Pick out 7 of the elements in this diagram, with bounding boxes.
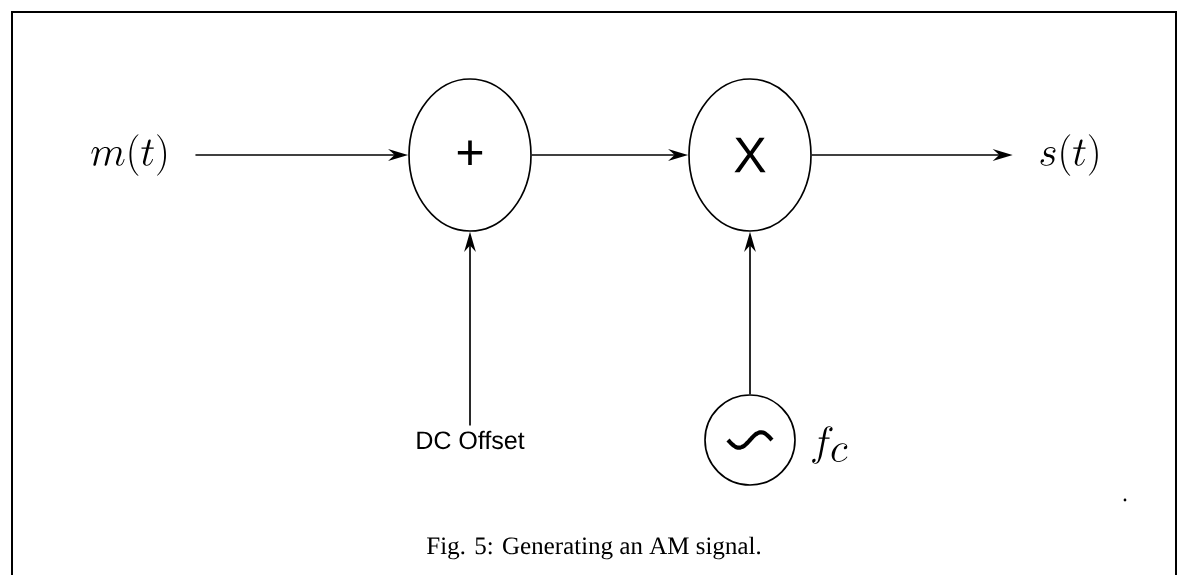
stray-mark: . [1123,498,1127,502]
figure-caption: Fig. 5: Generating an AM signal. [427,536,761,560]
signal-label: $m(t)$ [91,134,166,176]
oscillator-symbol [704,394,796,486]
frequency-label: $f_c$ [812,426,848,464]
input-label: DC Offset [417,430,525,450]
signal-label: $s(t)$ [1040,134,1098,176]
